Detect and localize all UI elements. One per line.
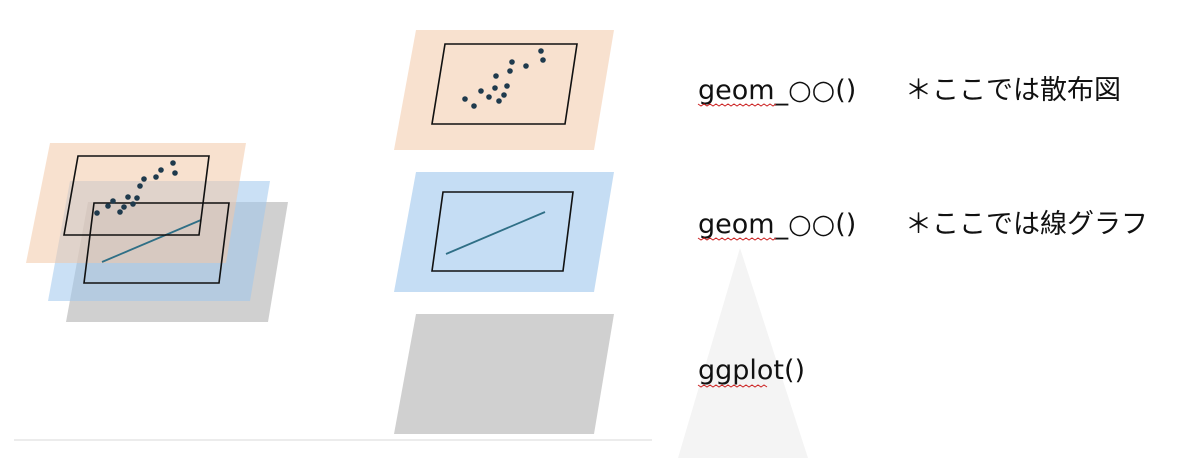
scatter-point — [137, 183, 143, 189]
stack-line-panel — [83, 202, 230, 284]
scatter-point — [141, 176, 147, 182]
label-point-func: geom_○○() — [698, 75, 856, 106]
spellcheck-underline — [697, 237, 777, 241]
layer-labels: geom_○○() ＊ここでは散布図 geom_○○() ＊ここでは線グラフ g… — [697, 75, 1148, 388]
scatter-point — [523, 63, 529, 69]
scatter-point — [493, 73, 499, 79]
scatter-point — [462, 96, 468, 102]
stack-points — [94, 160, 178, 216]
line-series — [445, 211, 546, 255]
scatter-point — [486, 94, 492, 100]
spellcheck-underline — [697, 103, 777, 107]
scatter-point — [121, 204, 127, 210]
scatter-point — [504, 83, 510, 89]
scatter-point — [134, 195, 140, 201]
scatter-point — [130, 201, 136, 207]
scatter-point — [110, 198, 116, 204]
background-arrow — [678, 248, 808, 458]
scatter-point — [478, 88, 484, 94]
scatter-point — [540, 57, 546, 63]
scatter-point — [117, 209, 123, 215]
scatter-layer — [394, 30, 614, 150]
scatter-points — [462, 48, 546, 109]
line-panel — [431, 191, 574, 272]
scatter-point — [471, 103, 477, 109]
scatter-point — [538, 48, 544, 54]
label-line-note: ＊ここでは線グラフ — [905, 209, 1148, 240]
stack-line — [101, 219, 202, 263]
scatter-point — [170, 160, 176, 166]
spellcheck-underline — [697, 384, 768, 388]
scatter-point — [492, 85, 498, 91]
line-layer — [394, 172, 614, 292]
scatter-point — [496, 98, 502, 104]
separated-layers — [394, 30, 614, 434]
scatter-point — [507, 68, 513, 74]
label-line-func: geom_○○() — [698, 209, 856, 240]
scatter-point — [172, 170, 178, 176]
scatter-point — [125, 194, 131, 200]
label-point-note: ＊ここでは散布図 — [905, 75, 1121, 106]
stack-point-panel — [63, 155, 210, 236]
scatter-panel — [431, 43, 578, 125]
scatter-point — [94, 210, 100, 216]
stacked-layers — [26, 143, 288, 322]
scatter-point — [509, 59, 515, 65]
ggplot-layer — [394, 314, 614, 434]
scatter-point — [158, 167, 164, 173]
label-ggplot-func: ggplot() — [698, 355, 805, 386]
scatter-point — [153, 174, 159, 180]
scatter-point — [105, 203, 111, 209]
scatter-point — [501, 92, 507, 98]
